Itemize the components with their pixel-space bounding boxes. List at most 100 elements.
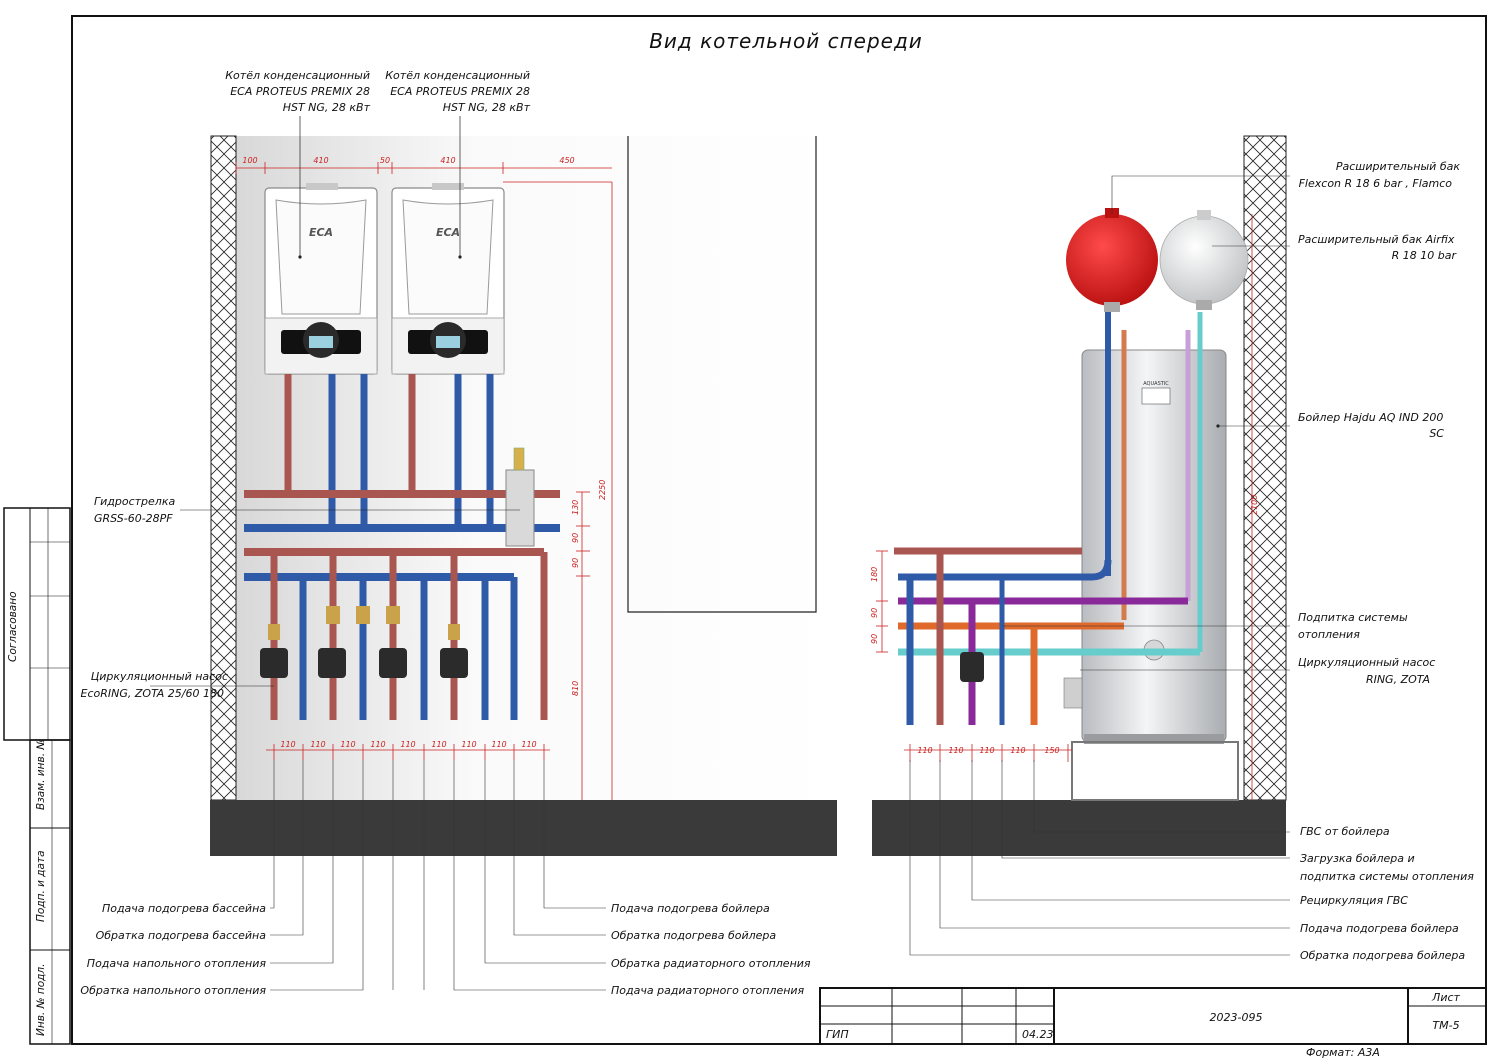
- boiler-2-label-line3: HST NG, 28 кВт: [443, 101, 531, 114]
- drawing-title: Вид котельной спереди: [649, 29, 923, 53]
- doorway: [627, 136, 817, 613]
- label-pool-supply: Подача подогрева бассейна: [102, 902, 266, 915]
- stamp-agreed: Согласовано: [7, 591, 19, 662]
- dim-bottom-4: 110: [370, 740, 385, 749]
- boiler-1-label-line2: ECA PROTEUS PREMIX 28: [230, 85, 370, 98]
- boiler-2-label-line1: Котёл конденсационный: [385, 69, 530, 82]
- tb-sheet: ТМ-5: [1432, 1019, 1459, 1032]
- dim-right-b2: 110: [948, 746, 963, 755]
- dim-vert-1: 2250: [598, 480, 607, 500]
- tb-format: Формат: А3А: [1306, 1046, 1380, 1059]
- label-exp-white-line1: Расширительный бак Airfix: [1298, 233, 1455, 246]
- dim-right-b1: 110: [917, 746, 932, 755]
- dim-right-b4: 110: [1010, 746, 1025, 755]
- label-boiler-supply: Подача подогрева бойлера: [611, 902, 770, 915]
- tb-date: 04.23: [1022, 1028, 1054, 1041]
- label-heater-line1: Бойлер Hajdu AQ IND 200: [1298, 411, 1443, 424]
- stamp-inv-replace: Взам. инв. №: [35, 739, 47, 810]
- dim-bottom-3: 110: [340, 740, 355, 749]
- pump-label-left: Циркуляционный насос EcoRING, ZOTA 25/60…: [81, 670, 274, 700]
- label-load-line2: подпитка системы отопления: [1300, 870, 1474, 883]
- label-exp-red-line1: Расширительный бак: [1336, 160, 1461, 173]
- label-heater-return: Обратка подогрева бойлера: [1300, 949, 1465, 962]
- tb-role: ГИП: [826, 1028, 849, 1041]
- dim-vert-2: 130: [571, 500, 580, 515]
- label-dhw: ГВС от бойлера: [1300, 825, 1390, 838]
- label-heater-supply: Подача подогрева бойлера: [1300, 922, 1459, 935]
- dim-right-b5: 150: [1044, 746, 1059, 755]
- label-exp-white-line2: R 18 10 bar: [1392, 249, 1458, 262]
- label-load-line1: Загрузка бойлера и: [1300, 852, 1415, 865]
- tank-brand: AQUASTIC: [1143, 381, 1169, 387]
- left-leaders: [270, 760, 606, 991]
- boiler-1-label-line1: Котёл конденсационный: [225, 69, 370, 82]
- dim-top-3: 50: [380, 156, 390, 165]
- dim-bottom-6: 110: [431, 740, 446, 749]
- stamp-sign-date: Подп. и дата: [35, 850, 47, 922]
- right-top-labels: [1002, 175, 1290, 671]
- label-rad-supply: Подача радиаторного отопления: [611, 984, 805, 997]
- dim-bottom-1: 110: [280, 740, 295, 749]
- sheet-frame: [71, 15, 1487, 1045]
- tb-sheet-label: Лист: [1431, 991, 1460, 1004]
- left-top-dims: [235, 162, 612, 183]
- left-floor-slab: [210, 800, 837, 856]
- dim-right-b3: 110: [979, 746, 994, 755]
- right-leaders: [909, 760, 1290, 956]
- left-vertical-dims: [576, 182, 613, 800]
- left-bottom-dim-ticks: [273, 744, 545, 760]
- label-floor-supply: Подача напольного отопления: [87, 957, 267, 970]
- label-heater-line2: SC: [1429, 427, 1444, 440]
- stamp-inv-orig: Инв. № подл.: [35, 964, 47, 1036]
- label-pump-right-line1: Циркуляционный насос: [1298, 656, 1435, 669]
- hydro-label-line1: Гидрострелка: [94, 495, 175, 508]
- boiler-2-brand: ECA: [436, 226, 460, 239]
- label-floor-return: Обратка напольного отопления: [80, 984, 266, 997]
- boiler-1-brand: ECA: [309, 226, 333, 239]
- boiler-1: ECA: [264, 183, 378, 375]
- dim-right-height: 2100: [1250, 495, 1259, 515]
- label-rad-return: Обратка радиаторного отопления: [611, 957, 811, 970]
- label-recirc: Рециркуляция ГВС: [1300, 894, 1408, 907]
- left-pumps: [260, 606, 468, 678]
- dim-top-2: 410: [313, 156, 328, 165]
- right-floor-slab: [872, 800, 1286, 856]
- label-exp-red-line2: Flexcon R 18 6 bar , Flamco: [1299, 177, 1453, 190]
- tb-code: 2023-095: [1210, 1011, 1263, 1024]
- dim-top-1: 100: [242, 156, 257, 165]
- dim-bottom-5: 110: [400, 740, 415, 749]
- label-pump-right-line2: RING, ZOTA: [1366, 673, 1430, 686]
- boiler-2-label: Котёл конденсационный ECA PROTEUS PREMIX…: [385, 69, 531, 257]
- title-block: [819, 987, 1487, 1045]
- dim-right-v3: 90: [870, 634, 879, 644]
- label-makeup-line2: отопления: [1298, 628, 1360, 641]
- label-makeup-line1: Подпитка системы: [1298, 611, 1408, 624]
- dim-top-5: 450: [559, 156, 574, 165]
- label-boiler-return: Обратка подогрева бойлера: [611, 929, 776, 942]
- boiler-1-label: Котёл конденсационный ECA PROTEUS PREMIX…: [225, 69, 371, 257]
- side-stamp: Согласовано Взам. инв. № Подп. и дата Ин…: [3, 507, 71, 1045]
- dim-vert-3: 90: [571, 533, 580, 543]
- right-wall-hatch: [1243, 135, 1287, 801]
- dim-bottom-9: 110: [521, 740, 536, 749]
- dim-top-4: 410: [440, 156, 455, 165]
- pump-label-left-line2: EcoRING, ZOTA 25/60 180: [81, 687, 224, 700]
- dim-bottom-8: 110: [491, 740, 506, 749]
- boiler-2: ECA: [391, 183, 505, 375]
- dim-vert-5: 810: [571, 681, 580, 696]
- dim-right-v1: 180: [870, 567, 879, 582]
- dim-bottom-7: 110: [461, 740, 476, 749]
- dim-bottom-2: 110: [310, 740, 325, 749]
- hydro-label: Гидрострелка GRSS-60-28PF: [94, 495, 520, 525]
- boiler-1-label-line3: HST NG, 28 кВт: [283, 101, 371, 114]
- left-wall-hatch: [210, 135, 237, 801]
- left-pipework: [244, 374, 560, 720]
- pump-label-left-line1: Циркуляционный насос: [91, 670, 228, 683]
- hydro-label-line2: GRSS-60-28PF: [94, 512, 173, 525]
- label-pool-return: Обратка подогрева бассейна: [96, 929, 267, 942]
- boiler-2-label-line2: ECA PROTEUS PREMIX 28: [390, 85, 530, 98]
- expansion-tank-white: [1159, 210, 1249, 310]
- dim-right-v2: 90: [870, 608, 879, 618]
- right-dims: [876, 214, 1253, 800]
